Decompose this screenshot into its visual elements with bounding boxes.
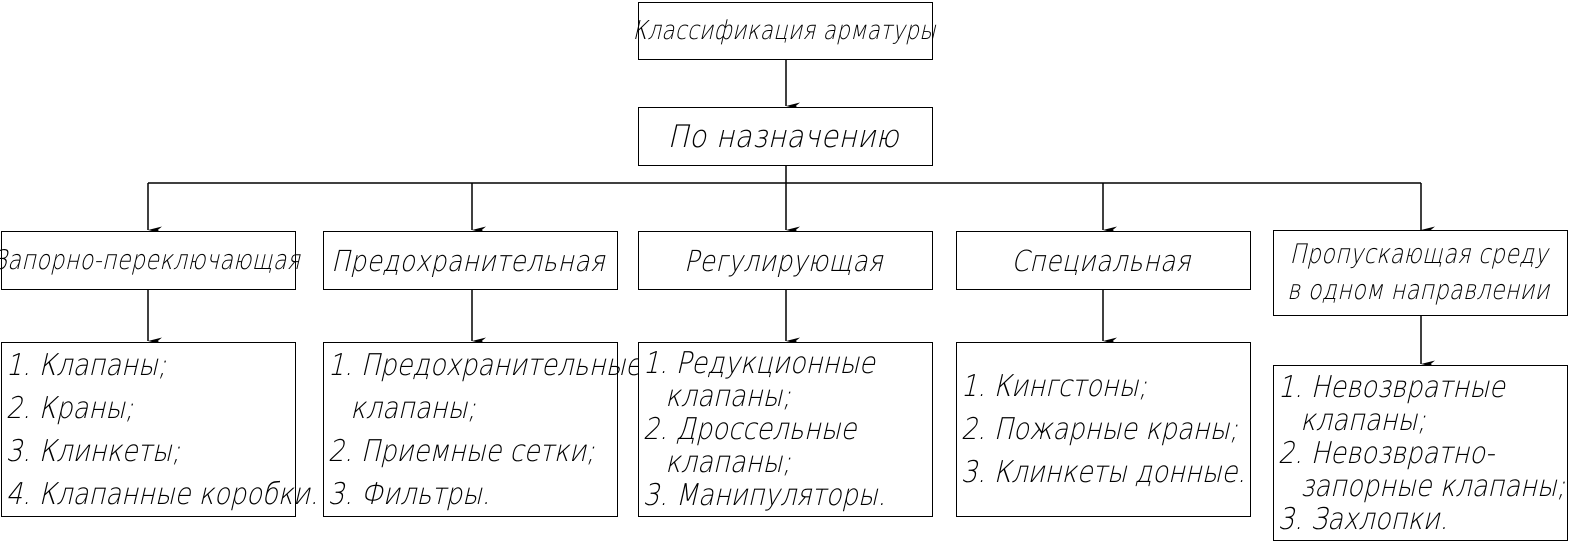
list-item-continuation: запорные клапаны; [1298,468,1572,504]
category-node-safety: Предохранительная [323,231,618,290]
criterion-node: По назначению [638,107,933,166]
list-item: 3. Фильтры. [325,476,497,512]
list-item: 4. Клапанные коробки. [3,476,325,512]
list-item-continuation: клапаны; [663,379,798,414]
list-item: 3. Манипуляторы. [640,478,892,513]
criterion-label: По назначению [665,118,906,155]
list-item-continuation: клапаны; [1298,402,1433,438]
category-label: Предохранительная [329,243,612,278]
list-box-shutoff: 1. Клапаны; 2. Краны; 3. Клинкеты; 4. Кл… [1,342,325,517]
list-item: 3. Захлопки. [1275,501,1455,537]
list-item: 1. Редукционные [640,346,882,381]
list-item: 3. Клинкеты; [3,433,187,469]
category-node-shutoff: Запорно-переключающая [0,231,306,290]
list-box-special: 1. Кингстоны; 2. Пожарные краны; 3. Клин… [956,342,1252,517]
category-label: Специальная [1009,243,1198,278]
list-item: 2. Дроссельные [640,412,863,447]
list-item: 1. Клапаны; [3,347,173,383]
category-label-line2: в одном направлении [1285,275,1556,306]
list-item: 2. Пожарные краны; [958,412,1245,447]
category-node-regulating: Регулирующая [638,231,933,290]
list-item: 2. Невозвратно- [1275,435,1501,471]
category-node-one-way: Пропускающая среду в одном направлении [1273,230,1568,316]
list-item-continuation: клапаны; [348,390,483,426]
list-box-one-way: 1. Невозвратные клапаны; 2. Невозвратно-… [1273,365,1572,541]
list-item: 1. Кингстоны; [958,369,1154,404]
category-label: Запорно-переключающая [0,245,306,276]
category-node-special: Специальная [956,231,1251,290]
list-box-safety: 1. Предохранительные клапаны; 2. Приемны… [323,342,648,517]
list-item: 1. Предохранительные [325,347,648,383]
list-item: 2. Краны; [3,390,140,426]
category-label-line1: Пропускающая среду [1287,239,1554,270]
list-item-continuation: клапаны; [663,445,798,480]
root-label: Классификация арматуры [630,16,941,46]
list-item: 2. Приемные сетки; [325,433,601,469]
root-node: Классификация арматуры [630,2,941,60]
list-box-regulating: 1. Редукционные клапаны; 2. Дроссельные … [638,342,933,517]
list-item: 1. Невозвратные [1275,369,1511,405]
list-item: 3. Клинкеты донные. [958,455,1252,490]
category-label: Регулирующая [681,243,890,278]
